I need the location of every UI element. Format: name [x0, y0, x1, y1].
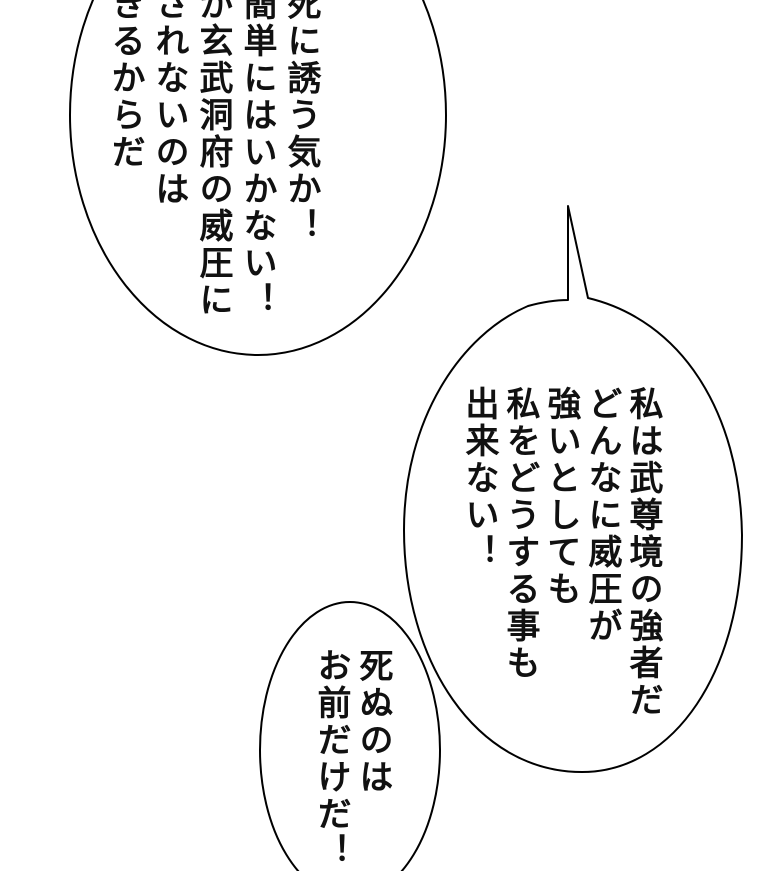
- bubble-top-line-5: きるからだ: [105, 0, 145, 171]
- speech-bubble-middle: [403, 205, 743, 773]
- bubble-middle-line-5: 出来ない！: [459, 386, 499, 571]
- speech-bubble-top: [69, 0, 447, 356]
- bubble-top-line-2: 簡単にはいかない！: [237, 0, 277, 319]
- bubble-bottom-line-2: お前だけだ！: [311, 648, 351, 870]
- bubble-top-line-1: 死に誘う気か！: [281, 0, 321, 245]
- bubble-bottom-line-1: 死ぬのは: [353, 648, 393, 796]
- bubble-top-line-4: されないのは: [149, 0, 189, 208]
- bubble-middle-line-3: 強いとしても: [541, 386, 581, 608]
- bubble-top-line-3: が玄武洞府の威圧に: [193, 0, 233, 319]
- speech-bubble-bottom: [259, 601, 441, 871]
- bubble-middle-line-4: 私をどうする事も: [500, 386, 540, 682]
- bubble-middle-line-2: どんなに威圧が: [582, 386, 622, 645]
- bubble-middle-line-1: 私は武尊境の強者だ: [623, 386, 663, 719]
